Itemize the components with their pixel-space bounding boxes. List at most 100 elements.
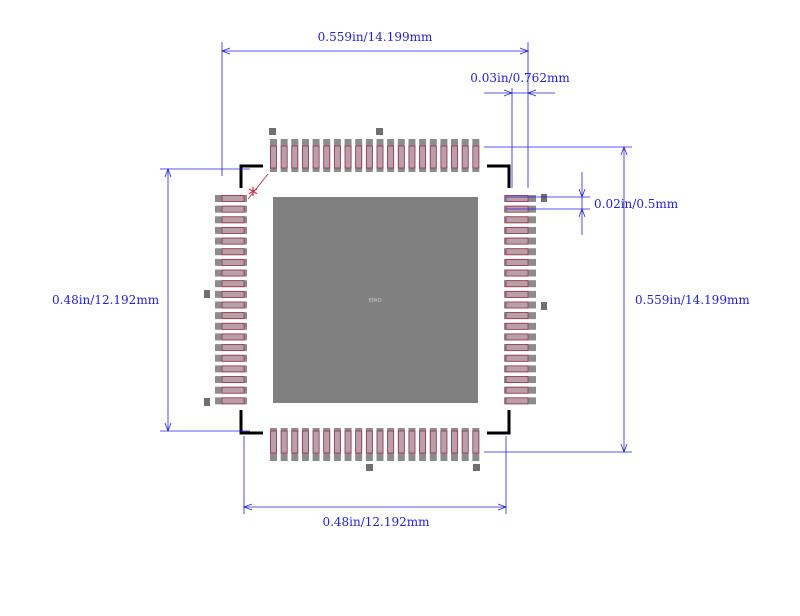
pad [291,139,299,172]
pad [440,428,448,461]
pad [504,258,536,266]
outline-corner-bl [239,410,263,435]
pad [504,280,536,288]
pad [215,205,247,213]
pad [215,354,247,362]
pad [419,139,427,172]
pad [333,139,341,172]
pad [215,344,247,352]
pad-row-top [270,139,480,172]
pad [365,139,373,172]
pad [323,428,331,461]
pad [215,269,247,277]
outline-corner-br [487,410,511,435]
pad [504,290,536,298]
pad-row-bottom [270,428,480,461]
pad [333,428,341,461]
pad [376,139,384,172]
pad [312,139,320,172]
pad [504,301,536,309]
pad [504,195,536,202]
pad [451,139,459,172]
pad [355,428,363,461]
pad [397,428,405,461]
pad [215,258,247,266]
pad [461,428,469,461]
pad [504,322,536,330]
pad [504,365,536,373]
fiducial-mark [473,464,480,471]
pad [504,376,536,384]
pad [215,290,247,298]
pad [270,428,277,461]
pin1-indicator-line [247,173,269,200]
pad [344,428,352,461]
pad [215,280,247,288]
pad [344,139,352,172]
pad [215,312,247,320]
outline-corner-tr [487,164,511,188]
pad [323,139,331,172]
pad [504,216,536,224]
exposed-pad [273,197,478,403]
pad [215,322,247,330]
pin1-marker: * [248,183,258,207]
fiducial-mark [366,464,373,471]
pad [408,428,416,461]
pad [504,226,536,234]
pad-column-left [215,195,247,405]
fiducial-mark [269,128,276,135]
dim-label-pin-width: 0.03in/0.762mm [470,71,570,85]
pad [215,386,247,394]
pad [215,237,247,245]
pad [429,139,437,172]
pad [440,139,448,172]
pad [408,139,416,172]
pad [215,301,247,309]
pad [429,428,437,461]
dim-label-bottom-width: 0.48in/12.192mm [322,515,430,529]
pad [280,428,288,461]
pad [397,139,405,172]
pad [504,248,536,256]
pad [215,195,247,202]
pad [301,139,309,172]
pad [387,139,395,172]
pad [504,312,536,320]
dim-label-pitch: 0.02in/0.5mm [594,197,679,211]
pad [461,139,469,172]
pad [355,139,363,172]
pad [504,344,536,352]
pad [291,428,299,461]
pad [504,397,536,405]
pad [280,139,288,172]
pad [312,428,320,461]
pad [419,428,427,461]
pad [215,333,247,341]
pad [504,354,536,362]
pad [504,237,536,245]
epad-label: EPAD [368,298,381,304]
fiducial-mark [376,128,383,135]
fiducial-mark [204,290,210,298]
dim-label-right-height: 0.559in/14.199mm [635,293,750,307]
dim-label-top-width: 0.559in/14.199mm [318,30,433,44]
pad [376,428,384,461]
pad [215,216,247,224]
fiducial-mark [541,194,547,202]
pad [451,428,459,461]
pad [472,139,480,172]
pad [472,428,480,461]
pad [504,386,536,394]
pad [301,428,309,461]
dim-label-left-height: 0.48in/12.192mm [52,293,160,307]
pad [215,376,247,384]
pad [504,333,536,341]
pad [365,428,373,461]
pad [270,139,277,172]
pad [504,269,536,277]
pad [215,397,247,405]
fiducial-mark [204,398,210,406]
pad [215,248,247,256]
fiducial-mark [541,302,547,310]
